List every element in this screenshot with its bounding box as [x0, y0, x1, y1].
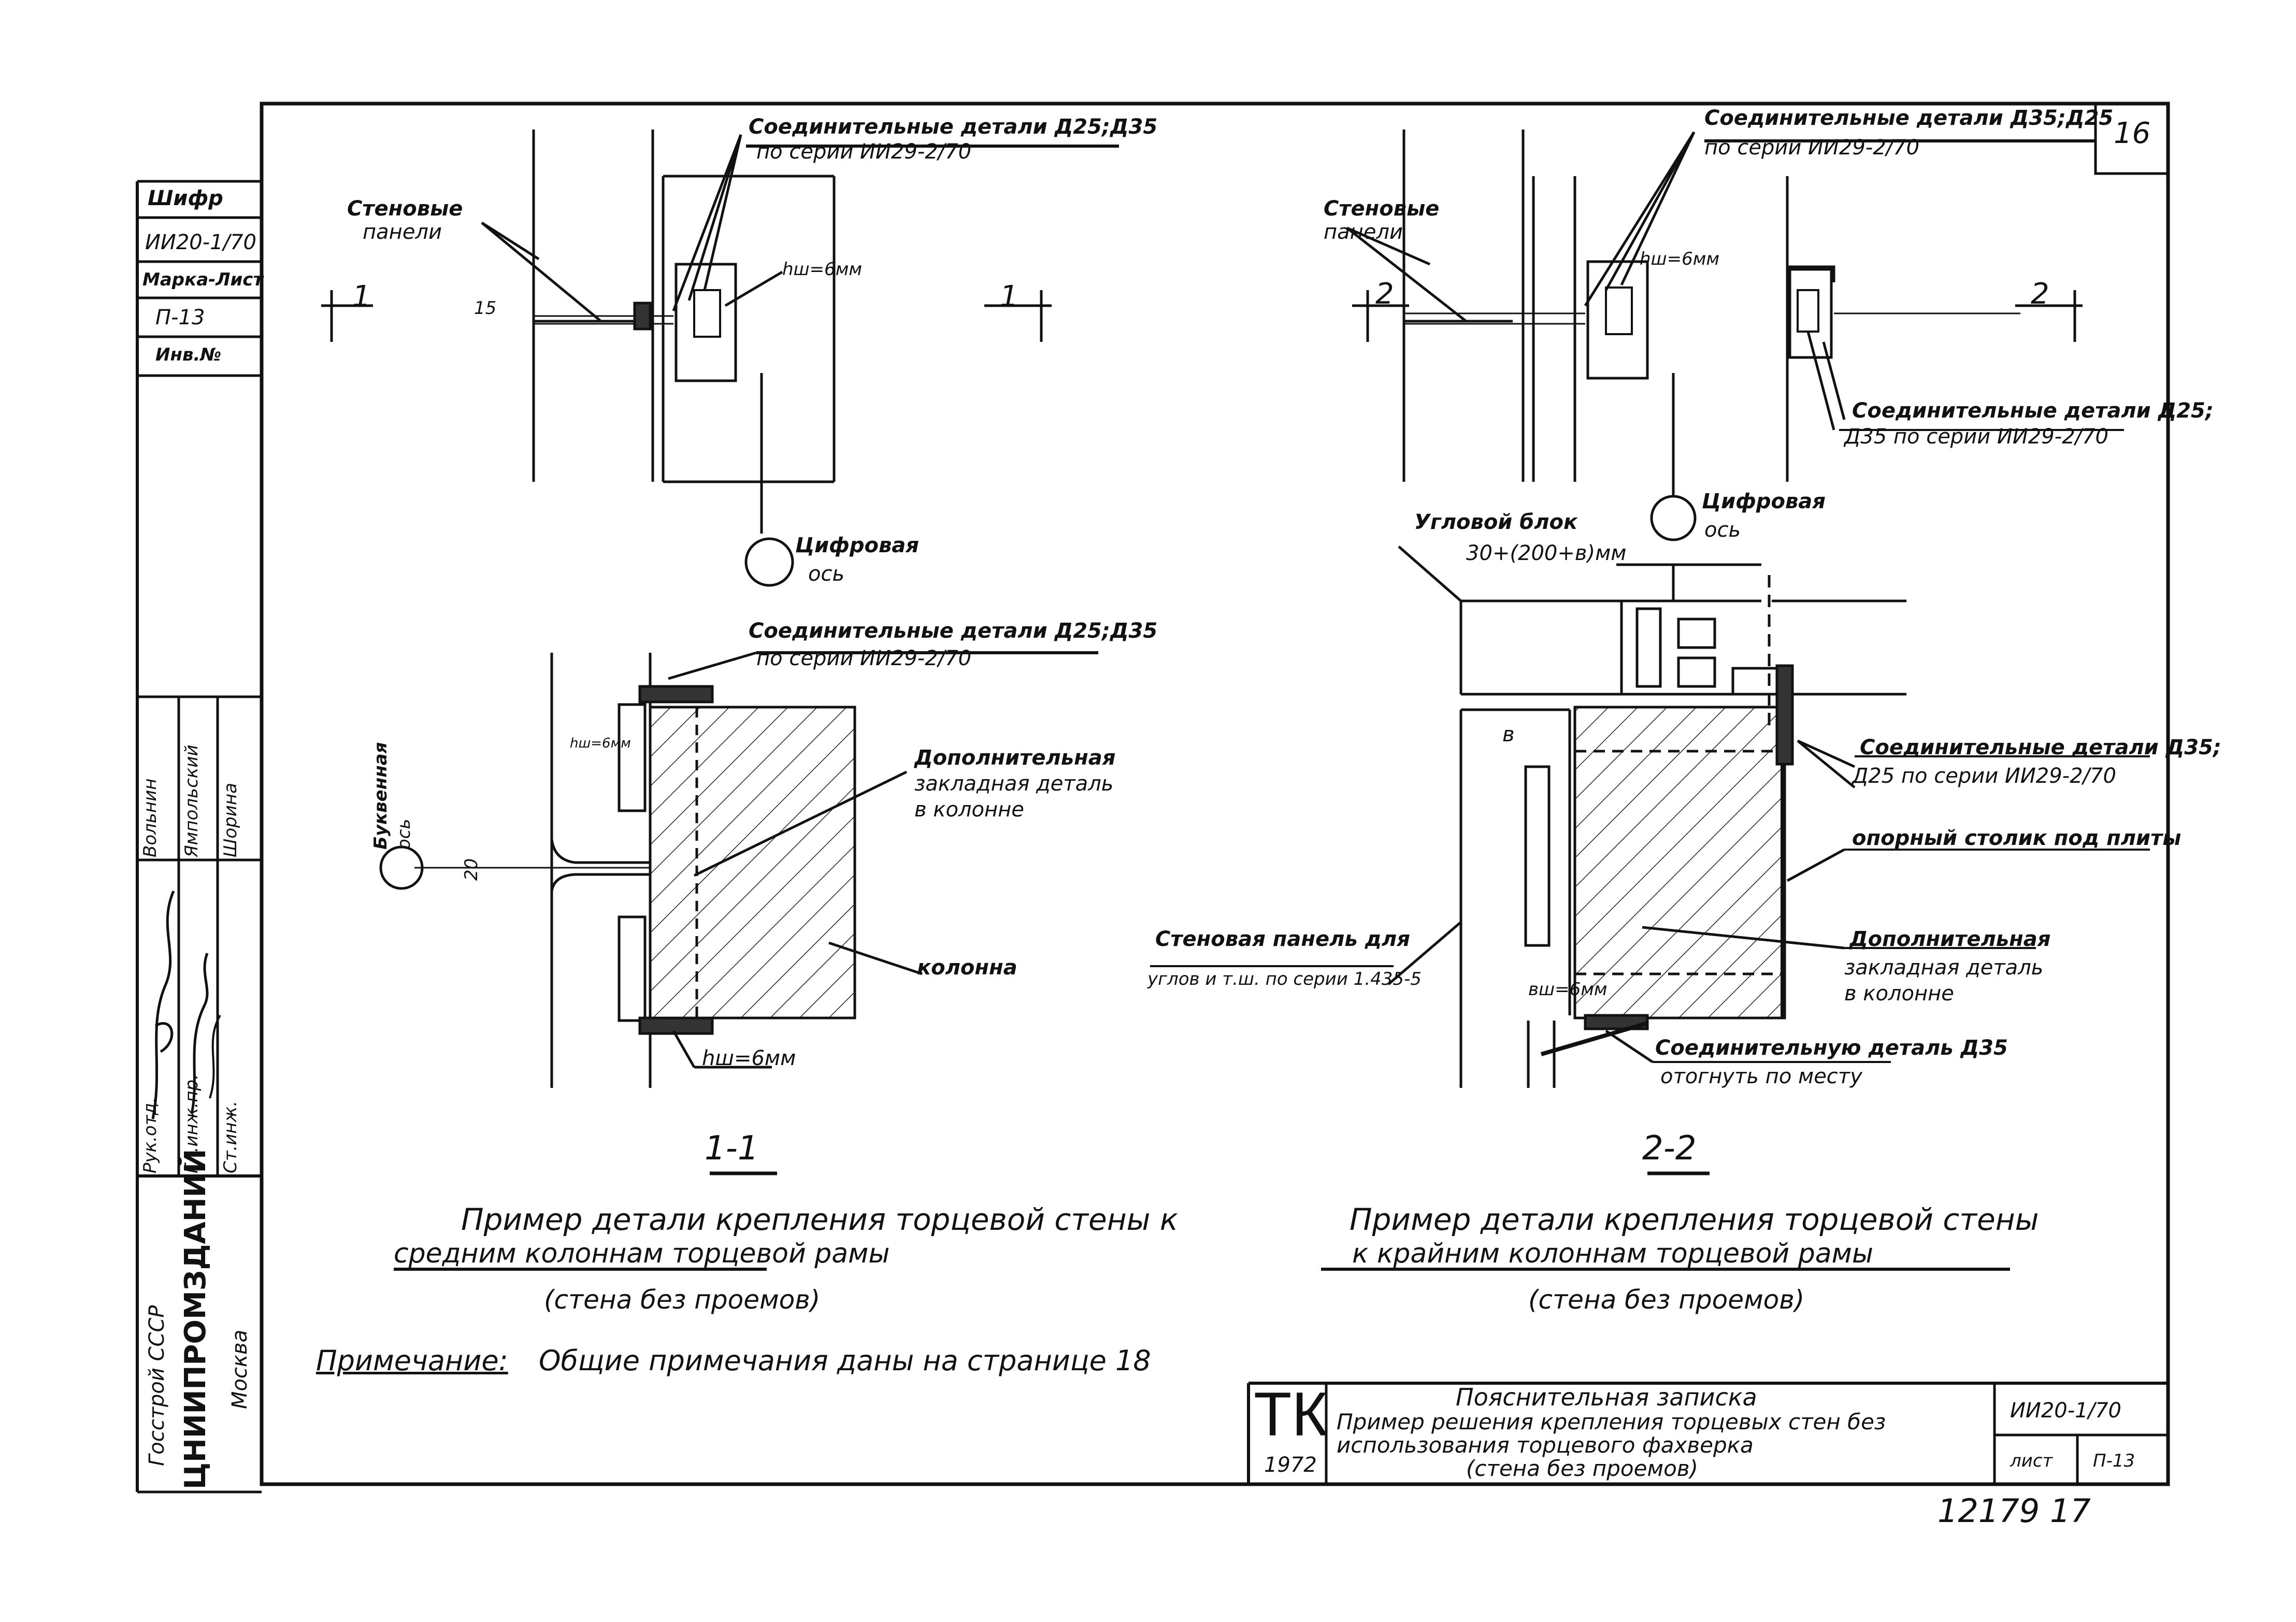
d2-axis-line2: ось [1704, 518, 1741, 542]
d1-column: колонна [917, 956, 1017, 980]
d2-extra-line3: в колонне [1844, 982, 1954, 1006]
d2-wall-panels-line2: панели [1324, 220, 1403, 244]
title-block-sheet-value: П-13 [2093, 1451, 2135, 1471]
d2-support: опорный столик под плиты [1852, 826, 2182, 850]
d1-extra-line1: Дополнительная [914, 746, 1116, 770]
d1-section-label: 1-1 [705, 1129, 759, 1168]
d1-letter-axis-line1: Буквенная [370, 742, 391, 850]
d2-panel-line2: углов и т.ш. по серии 1.435-5 [1147, 969, 1422, 989]
shifr-label: Шифр [148, 186, 223, 210]
marka-label: Марка-Лист [142, 269, 264, 290]
d1-connect-top-line1: Соединительные детали Д25;Д35 [749, 115, 1158, 139]
d2-connect-top-line1: Соединительные детали Д35;Д25 [1704, 106, 2114, 130]
name-yampolsky: Ямпольский [181, 744, 202, 858]
d2-connect-mid-line2: Д25 по серии ИИ29-2/70 [1852, 764, 2116, 788]
tk-logo: ТК [1254, 1380, 1328, 1449]
d1-dim-15: 15 [474, 298, 497, 319]
d1-extra-line3: в колонне [914, 798, 1024, 822]
d2-bend-line2: отогнуть по месту [1660, 1065, 1862, 1088]
d2-panel-line1: Стеновая панель для [1155, 927, 1410, 951]
d1-cut-left: 1 [352, 280, 371, 313]
d2-caption-line1: Пример детали крепления торцевой стены [1350, 1202, 2039, 1237]
title-block-sheet-label: лист [2010, 1451, 2053, 1471]
page-number: 16 [2114, 117, 2151, 150]
d1-wall-panels-line2: панели [363, 220, 442, 244]
d1-weld-bottom: hш=6мм [702, 1046, 796, 1070]
note-label: Примечание: [316, 1344, 508, 1377]
d2-connect-top-line2: по серии ИИ29-2/70 [1704, 136, 1920, 160]
title-block-title-4: (стена без проемов) [1466, 1456, 1698, 1481]
title-block-title-3: использования торцевого фахверка [1337, 1432, 1754, 1458]
d1-weld-top: hш=6мм [782, 259, 863, 280]
d2-extra-line1: Дополнительная [1849, 927, 2051, 951]
org-city: Москва [228, 1329, 252, 1409]
d2-bend-line1: Соединительную деталь Д35 [1655, 1036, 2008, 1060]
d2-weld-top: hш=6мм [1640, 249, 1720, 269]
d2-caption-line3: (стена без проемов) [1528, 1285, 1805, 1315]
note-text: Общие примечания даны на странице 18 [539, 1344, 1151, 1377]
archive-number: 12179 17 [1938, 1492, 2091, 1530]
d2-caption-line2: к крайним колоннам торцевой рамы [1352, 1238, 1873, 1269]
d2-connect-right-line2: Д35 по серии ИИ29-2/70 [1844, 425, 2108, 449]
title-block-title-1: Пояснительная записка [1456, 1383, 1757, 1411]
d1-weld-left: hш=6мм [570, 736, 631, 751]
d1-wall-panels-line1: Стеновые [347, 197, 463, 221]
d2-cut-right: 2 [2031, 277, 2049, 311]
d1-axis-line1: Цифровая [795, 534, 919, 557]
d2-wall-panels-line1: Стеновые [1324, 197, 1440, 221]
org-name: ЦНИИПРОМЗДАНИЙ [179, 1149, 212, 1489]
d2-dim-b: в [1502, 723, 1515, 747]
title-block-title-2: Пример решения крепления торцевых стен б… [1337, 1409, 1886, 1434]
d1-connect-top-line2: по серии ИИ29-2/70 [756, 140, 972, 164]
d1-caption-line3: (стена без проемов) [544, 1285, 821, 1315]
d2-dim-corner: 30+(200+в)мм [1466, 541, 1627, 565]
shifr-value: ИИ20-1/70 [145, 231, 256, 254]
d1-extra-line2: закладная деталь [914, 772, 1114, 796]
d2-connect-mid-line1: Соединительные детали Д35; [1860, 736, 2221, 759]
inv-label: Инв.№ [155, 345, 222, 365]
title-block-code: ИИ20-1/70 [2010, 1399, 2121, 1423]
d1-letter-axis-line2: ось [394, 819, 414, 850]
d2-axis-line1: Цифровая [1702, 490, 1826, 513]
d2-extra-line2: закладная деталь [1844, 956, 2044, 980]
d1-caption-line2: средним колоннам торцевой рамы [394, 1238, 890, 1269]
d1-axis-line2: ось [808, 562, 845, 586]
title-block-year: 1972 [1264, 1453, 1317, 1477]
d1-connect-mid-line2: по серии ИИ29-2/70 [756, 647, 972, 670]
signature-marks [151, 891, 221, 1119]
d2-connect-right-line1: Соединительные детали Д25; [1852, 399, 2214, 423]
name-volnin: Вольнин [140, 778, 161, 857]
d2-cut-left: 2 [1375, 277, 1394, 311]
d1-connect-mid-line1: Соединительные детали Д25;Д35 [749, 619, 1158, 643]
d2-section-label: 2-2 [1642, 1129, 1697, 1168]
d2-weld-bottom: вш=6мм [1528, 979, 1608, 1000]
org-gosstroy: Госстрой СССР [145, 1305, 169, 1466]
name-shorina: Шорина [220, 783, 241, 857]
d1-cut-right: 1 [1000, 280, 1018, 313]
d1-dim-20: 20 [461, 858, 482, 881]
marka-value: П-13 [155, 306, 205, 329]
d2-corner-block: Угловой блок [1414, 510, 1578, 534]
d1-caption-line1: Пример детали крепления торцевой стены к [461, 1202, 1178, 1237]
